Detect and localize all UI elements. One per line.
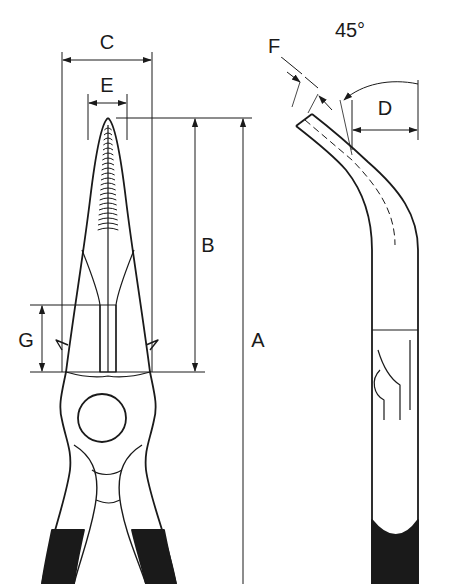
angle-reference: [340, 100, 352, 155]
jaw-seam: [107, 125, 108, 372]
serration-stroke: [100, 188, 115, 190]
serration-stroke: [104, 133, 112, 135]
e-extension-lines: [88, 94, 127, 140]
b-extension-lines: [30, 118, 252, 372]
right-grip: [132, 530, 176, 584]
f-arrow-bottom: [319, 96, 332, 110]
front-right-outline: [108, 118, 176, 584]
side-inner-outline: [296, 126, 372, 584]
serration-stroke: [104, 128, 111, 130]
dimension-letter: E: [98, 74, 115, 96]
d-dimension-line: [353, 130, 417, 131]
spring-detail: [92, 470, 122, 503]
jaw-serrations: [98, 128, 119, 230]
serration-stroke: [104, 138, 113, 140]
dimension-letter: C: [98, 31, 116, 53]
serration-stroke: [103, 153, 114, 155]
nose-centre-line: [305, 120, 395, 245]
f-arrow-top: [287, 72, 300, 82]
serration-stroke: [102, 168, 115, 170]
dimension-letter: F: [266, 35, 282, 57]
a-dimension-line: [243, 119, 244, 584]
serration-stroke: [103, 143, 112, 145]
dimension-letter: B: [199, 234, 216, 256]
c-extension-lines: [62, 52, 152, 372]
serration-stroke: [101, 173, 114, 175]
c-dimension-line: [63, 60, 151, 61]
serration-stroke: [99, 203, 116, 205]
serration-stroke: [99, 208, 117, 210]
cutter-edge: [100, 305, 116, 372]
serration-stroke: [98, 228, 119, 230]
left-grip: [42, 530, 84, 584]
jaw-inner-lines: [82, 250, 134, 372]
side-grip: [372, 520, 418, 584]
g-dimension-line: [42, 306, 43, 371]
f-extension: [280, 56, 318, 88]
flanges: [56, 340, 158, 350]
f-witness-lines: [292, 82, 318, 113]
serration-stroke: [98, 218, 117, 220]
d-extension-lines: [352, 80, 418, 150]
side-outer-outline: [312, 114, 418, 584]
g-extension-line: [30, 305, 100, 306]
dimension-letter: D: [376, 97, 394, 119]
side-rivet-detail: [374, 370, 384, 420]
dimension-letter: 45°: [333, 19, 367, 41]
dimension-letter: G: [16, 329, 36, 351]
serration-stroke: [102, 163, 114, 165]
side-joint-detail: [372, 330, 418, 420]
serration-stroke: [101, 183, 116, 185]
e-dimension-line: [89, 103, 126, 104]
serration-stroke: [99, 213, 118, 215]
serration-stroke: [102, 158, 113, 160]
front-left-outline: [42, 118, 108, 584]
serration-stroke: [103, 148, 113, 150]
b-dimension-line: [195, 119, 196, 371]
serration-stroke: [101, 178, 115, 180]
serration-stroke: [100, 198, 117, 200]
serration-stroke: [98, 223, 118, 225]
serration-stroke: [100, 193, 116, 195]
dimension-letter: A: [249, 329, 266, 351]
jaw-base: [66, 372, 150, 377]
handle-inner-lines: [74, 445, 146, 584]
pivot-rivet: [78, 394, 126, 442]
